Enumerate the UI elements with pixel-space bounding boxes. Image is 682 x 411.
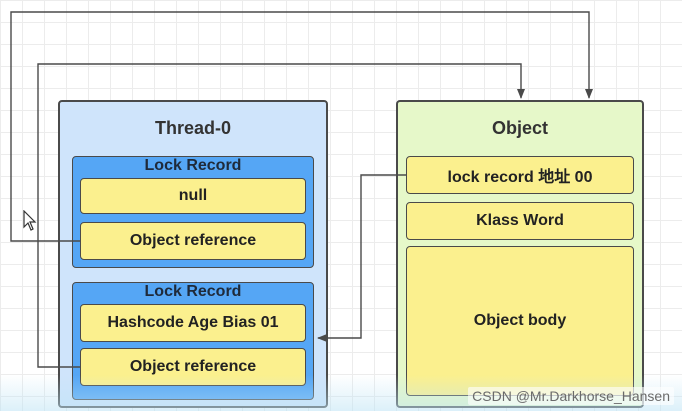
arrow-record2-to-object	[37, 63, 525, 368]
arrow-record1-to-object	[10, 11, 593, 242]
object-title: Object	[491, 118, 548, 138]
watermark: CSDN @Mr.Darkhorse_Hansen	[468, 387, 674, 405]
lock-record-2-header: Lock Record	[144, 283, 242, 300]
arrow-markword-to-record2	[317, 174, 406, 342]
lock-record-1-header: Lock Record	[144, 157, 242, 174]
thread-title: Thread-0	[154, 118, 232, 138]
object-body-cell: Object body	[406, 246, 634, 396]
mark-word-cell: lock record 地址 00	[406, 156, 634, 194]
klass-word-cell: Klass Word	[406, 202, 634, 240]
lock-record-1-object-reference: Object reference	[80, 222, 306, 260]
lock-record-2-hashcode-cell: Hashcode Age Bias 01	[80, 304, 306, 342]
mouse-pointer-icon	[23, 210, 37, 231]
lock-record-1-null-cell: null	[80, 178, 306, 214]
